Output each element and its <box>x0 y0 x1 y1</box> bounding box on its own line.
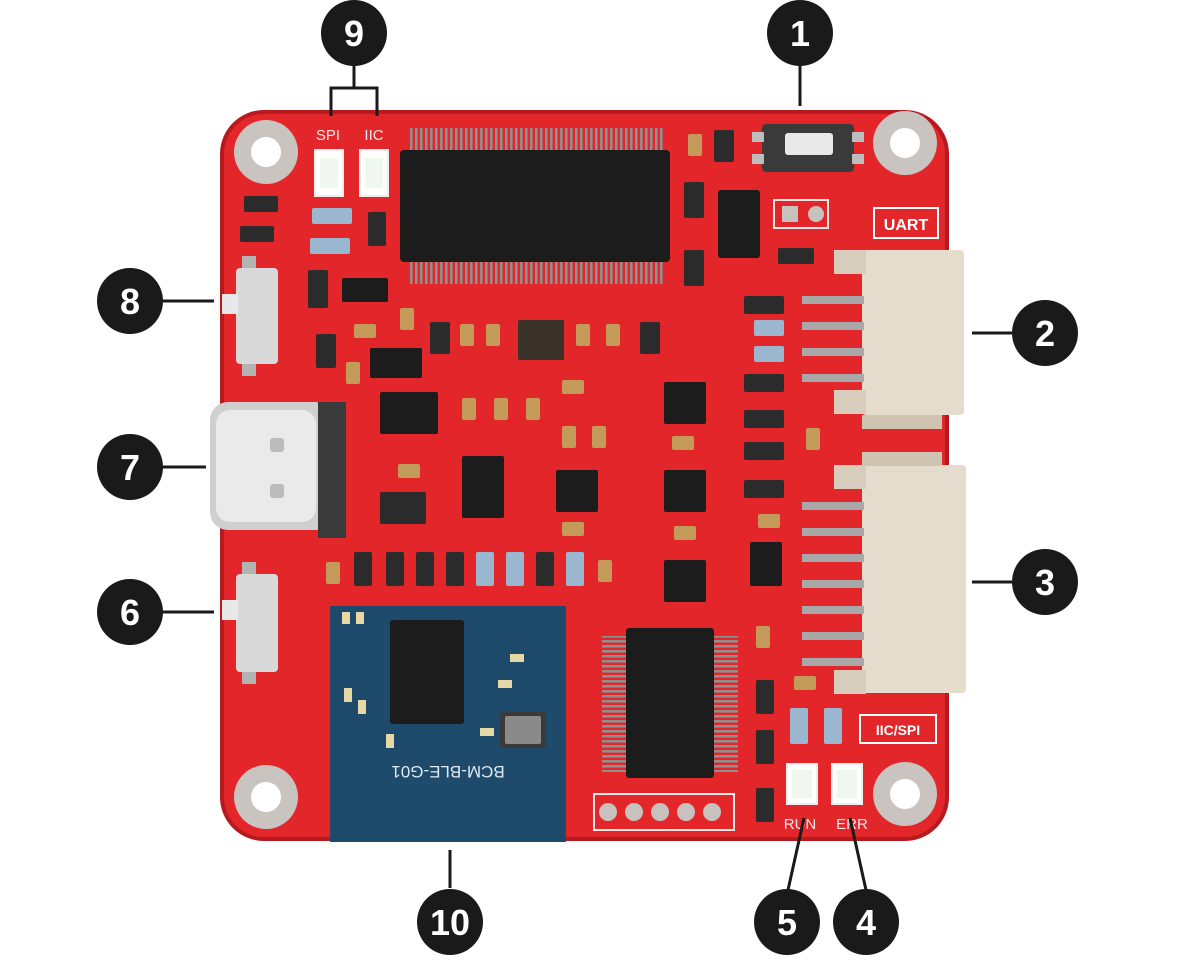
callout-lines <box>162 66 1012 891</box>
header-pads <box>593 793 735 831</box>
callout-marker-4: 4 <box>833 889 899 955</box>
iic-spi-label-text: IIC/SPI <box>876 722 920 738</box>
spi-led-label: SPI <box>316 127 340 144</box>
main-chip <box>400 128 670 284</box>
iic-spi-label: IIC/SPI <box>859 714 937 744</box>
callout-marker-10: 10 <box>417 889 483 955</box>
callout-number-2: 2 <box>1035 313 1055 354</box>
callout-number-7: 7 <box>120 447 140 488</box>
callout-number-8: 8 <box>120 281 140 322</box>
uart-label-text: UART <box>884 217 929 234</box>
mounting-holes <box>234 111 937 829</box>
push-button <box>752 124 864 172</box>
callout-number-10: 10 <box>430 902 470 943</box>
spi-iic-leds: SPI IIC <box>314 127 389 197</box>
callout-number-6: 6 <box>120 592 140 633</box>
passive-components <box>240 130 842 822</box>
callout-number-4: 4 <box>856 902 876 943</box>
upper-side-switch <box>222 256 278 376</box>
callout-number-5: 5 <box>777 902 797 943</box>
run-led-label: RUN <box>784 816 817 833</box>
callout-number-3: 3 <box>1035 562 1055 603</box>
callout-marker-8: 8 <box>97 268 163 334</box>
callout-marker-6: 6 <box>97 579 163 645</box>
callout-marker-7: 7 <box>97 434 163 500</box>
callout-number-1: 1 <box>790 13 810 54</box>
callout-marker-2: 2 <box>1012 300 1078 366</box>
bluetooth-module: BCM-BLE-G01 <box>330 606 566 842</box>
run-err-leds: RUN ERR <box>784 763 868 833</box>
usb-c-port <box>210 402 346 538</box>
module-label: BCM-BLE-G01 <box>391 762 504 781</box>
callout-marker-1: 1 <box>767 0 833 66</box>
callout-number-9: 9 <box>344 13 364 54</box>
lower-side-switch <box>222 562 278 684</box>
iic-led-label: IIC <box>364 127 383 144</box>
callout-marker-5: 5 <box>754 889 820 955</box>
iic-spi-connector <box>802 452 966 694</box>
uart-label: UART <box>873 207 939 239</box>
small-ics <box>342 190 782 602</box>
uart-connector <box>802 250 964 429</box>
lower-chip <box>602 628 738 778</box>
callout-marker-3: 3 <box>1012 549 1078 615</box>
callout-marker-9: 9 <box>321 0 387 66</box>
